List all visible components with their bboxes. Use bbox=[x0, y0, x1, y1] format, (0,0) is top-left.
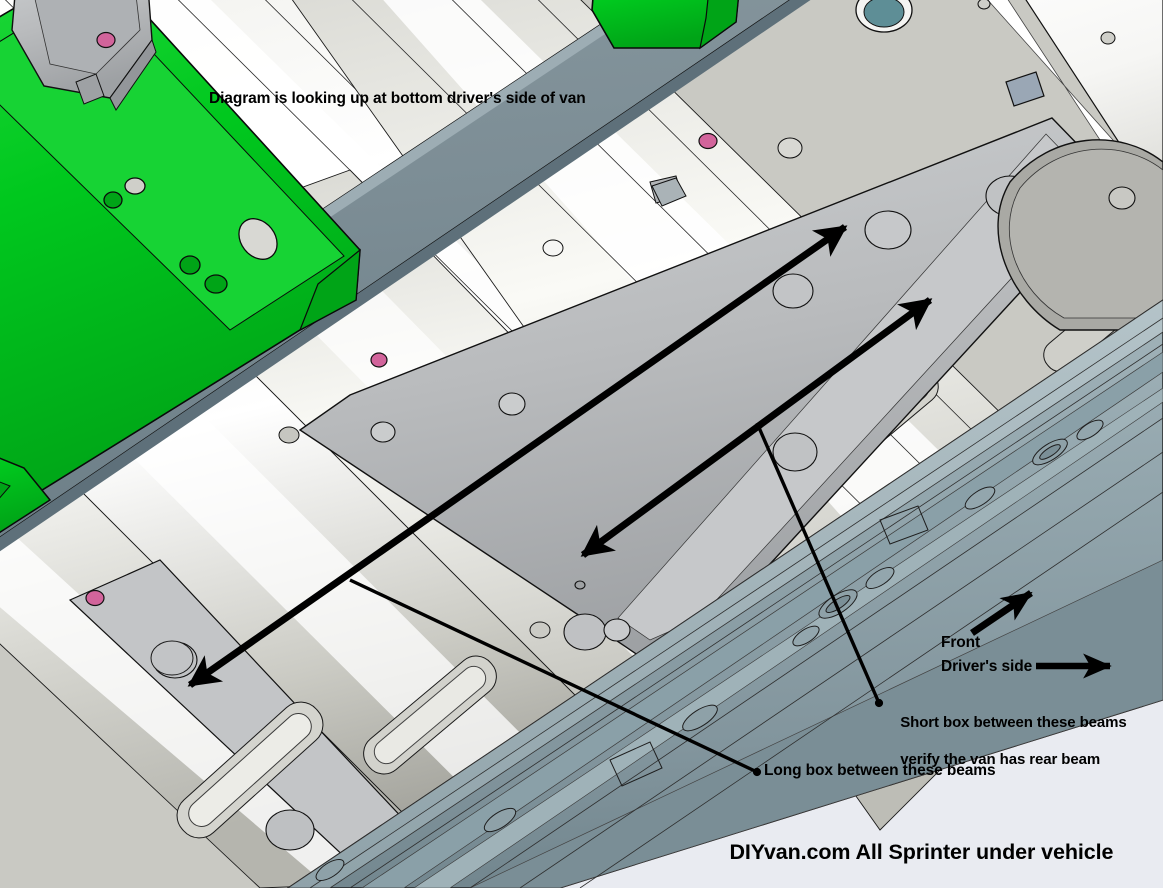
leader-lines-group bbox=[349, 422, 884, 777]
view-orientation-note: Diagram is looking up at bottom driver's… bbox=[209, 90, 586, 107]
green-crossmember-top bbox=[591, 0, 739, 50]
front-direction-arrow bbox=[970, 590, 1033, 636]
front-direction-label: Front bbox=[941, 634, 981, 651]
long-box-leader-dot bbox=[752, 767, 762, 777]
span-arrows-group bbox=[187, 224, 933, 688]
right-side-sill-panel bbox=[855, 0, 1163, 331]
orientation-arrows-group bbox=[970, 590, 1112, 679]
mount-bracket-top-left bbox=[11, 0, 157, 111]
lower-floor-details bbox=[150, 621, 551, 839]
short-box-span-arrow bbox=[580, 297, 933, 558]
short-box-leader bbox=[755, 422, 881, 704]
long-box-leader bbox=[349, 578, 758, 774]
brand-caption-line1: DIYvan.com All Sprinter under vehicle bbox=[729, 839, 1114, 864]
brand-caption: DIYvan.com All Sprinter under vehicle ba… bbox=[706, 806, 1114, 888]
short-box-callout-line1: Short box between these beams bbox=[900, 714, 1127, 732]
short-box-leader-dot bbox=[874, 698, 884, 708]
green-crossmember-left-tail bbox=[0, 457, 52, 534]
driver-side-direction-label: Driver's side bbox=[941, 658, 1033, 675]
short-box-callout-line2: verify the van has rear beam bbox=[900, 750, 1101, 768]
short-box-callout: Short box between these beams verify the… bbox=[884, 696, 1127, 787]
long-box-callout: Long box between these beams bbox=[764, 762, 996, 779]
